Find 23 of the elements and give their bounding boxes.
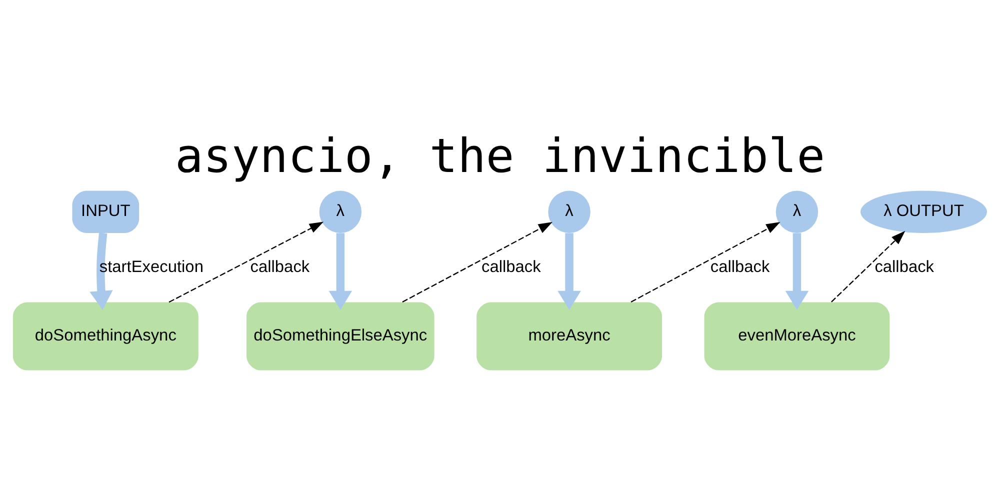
node-circle: λ [776, 190, 818, 233]
edge-label: callback [482, 258, 541, 276]
node-box: evenMoreAsync [704, 302, 890, 370]
arrow [558, 233, 581, 310]
arrow [831, 230, 906, 302]
node-box: moreAsync [476, 302, 662, 370]
edge-label: callback [874, 258, 934, 276]
arrow [168, 222, 324, 303]
arrow [402, 222, 552, 303]
arrow [630, 222, 780, 303]
diagram-title: asyncio, the invincible [175, 128, 825, 184]
node-ellipse: λ OUTPUT [860, 190, 987, 233]
edge-label: callback [710, 258, 770, 276]
node-box: INPUT [72, 190, 140, 233]
edge-label: callback [250, 258, 310, 276]
arrow [328, 233, 352, 310]
arrow [90, 232, 113, 310]
edge-label: startExecution [99, 258, 204, 276]
node-circle: λ [548, 190, 590, 233]
node-box: doSomethingElseAsync [246, 302, 434, 370]
node-box: doSomethingAsync [12, 302, 198, 370]
node-circle: λ [319, 190, 362, 233]
arrow [785, 233, 809, 310]
